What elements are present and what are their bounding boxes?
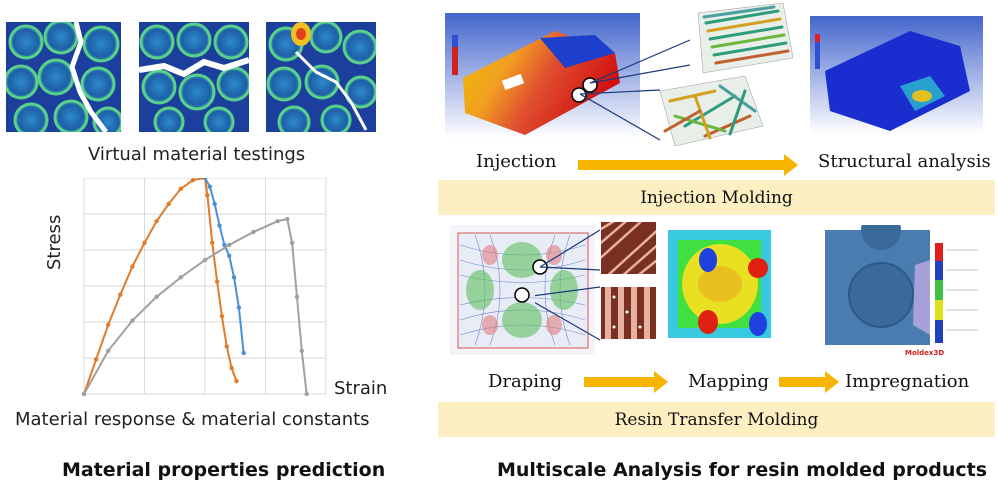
weave-callout-lines (535, 229, 601, 341)
series-2-point (299, 348, 304, 353)
x-axis-label: Strain (334, 378, 388, 399)
series-2-point (130, 318, 135, 323)
injection-label: Injection (476, 151, 557, 172)
series-2-point (178, 275, 183, 280)
series-1-point (231, 275, 237, 280)
virtual-testing-caption: Virtual material testings (88, 144, 306, 165)
structural-analysis-image (810, 16, 983, 134)
series-1-point (236, 305, 242, 310)
left-section-title: Material properties prediction (62, 459, 386, 481)
fiber-callout-lines (580, 39, 691, 141)
impregnation-image: Moldex3D (823, 225, 988, 360)
series-0-point (106, 322, 111, 328)
series-2-point (285, 216, 290, 222)
injection-molding-label: Injection Molding (640, 187, 793, 208)
series-2-point (289, 240, 295, 245)
series-1-point (227, 253, 232, 258)
series-0-point (178, 186, 183, 191)
series-0-point (130, 264, 135, 269)
series-line-0 (83, 178, 238, 395)
series-2-point (154, 294, 159, 299)
series-0-point (214, 279, 220, 284)
series-1-point (207, 184, 213, 189)
series-0-point (166, 201, 171, 207)
series-1-point (222, 242, 227, 248)
series-2-point (202, 257, 208, 263)
series-2-point (275, 219, 280, 224)
moldex-logo: Moldex3D (905, 349, 945, 357)
stress-strain-chart (30, 178, 400, 400)
virtual-test-image-3 (266, 22, 376, 132)
series-2-point (304, 391, 309, 397)
series-1-point (241, 350, 246, 356)
right-section-title: Multiscale Analysis for resin molded pro… (497, 459, 988, 481)
series-2-point (81, 391, 87, 397)
random-fiber-image (655, 76, 765, 148)
response-caption: Material response & material constants (15, 409, 370, 430)
series-0-point (154, 219, 159, 224)
draping-label: Draping (488, 371, 563, 392)
series-2-point (294, 294, 300, 299)
injection-to-structural-arrow (578, 154, 798, 176)
series-1-point (212, 201, 217, 207)
series-0-point (234, 378, 239, 384)
series-0-point (219, 314, 225, 319)
weave-image-diagonal (601, 222, 656, 274)
virtual-test-image-2 (139, 22, 249, 132)
series-0-point (118, 292, 123, 297)
virtual-test-image-1 (6, 22, 121, 132)
draping-image (450, 225, 595, 355)
injection-molding-band: Injection Molding (438, 180, 995, 215)
series-0-point (190, 178, 196, 183)
series-line-2 (83, 217, 308, 395)
mapping-to-impregnation-arrow (779, 371, 839, 393)
series-0-point (142, 240, 147, 245)
rtm-label: Resin Transfer Molding (614, 409, 819, 430)
series-2-point (251, 229, 256, 235)
weave-image-vertical (601, 287, 656, 339)
impregnation-label: Impregnation (845, 371, 970, 392)
series-0-point (93, 357, 99, 362)
mapping-label: Mapping (688, 371, 770, 392)
series-2-point (227, 242, 232, 248)
series-2-point (106, 348, 111, 353)
aligned-fiber-image (688, 3, 796, 75)
series-0-point (210, 240, 215, 245)
series-0-point (224, 344, 229, 349)
structural-analysis-label: Structural analysis (818, 151, 991, 172)
series-0-point (205, 193, 210, 198)
rtm-band: Resin Transfer Molding (438, 402, 995, 437)
mapping-image (668, 230, 771, 338)
series-1-point (202, 178, 208, 181)
series-1-point (217, 223, 222, 228)
draping-to-mapping-arrow (584, 371, 668, 393)
series-0-point (229, 365, 234, 371)
y-axis-label: Stress (44, 214, 65, 270)
